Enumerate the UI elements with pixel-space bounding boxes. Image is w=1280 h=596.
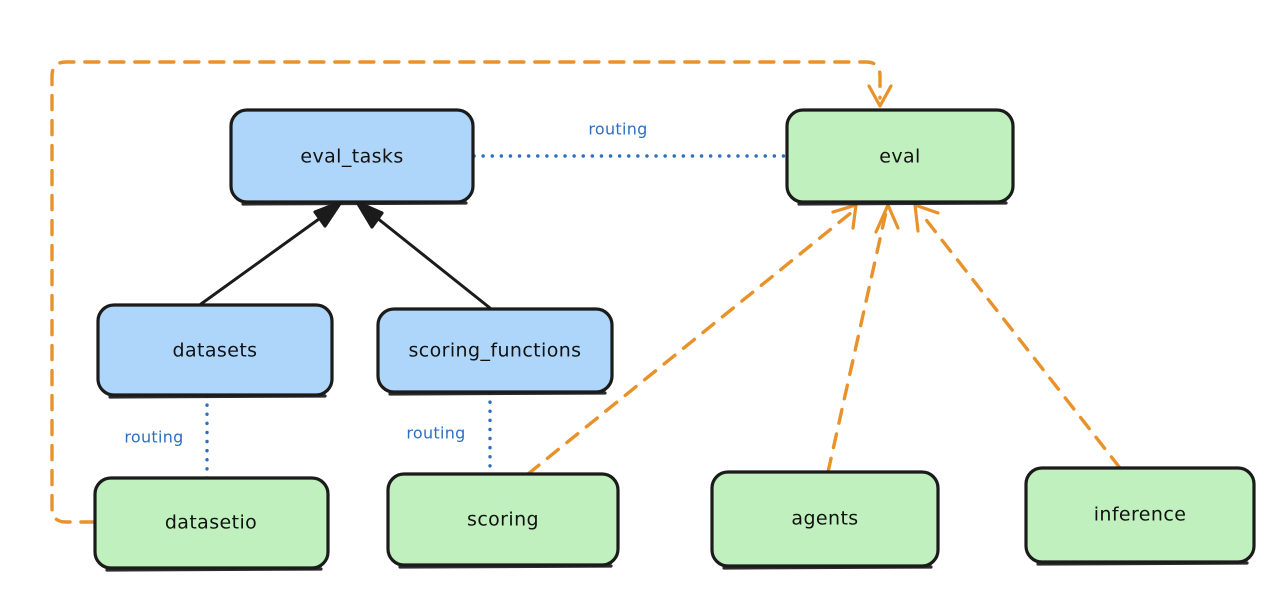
node-scoring-functions-box[interactable] — [376, 307, 614, 394]
node-agents-box[interactable] — [710, 470, 940, 568]
edge-inference-to-eval — [913, 203, 1122, 470]
edge-agents-to-eval-arrowhead — [874, 203, 900, 234]
node-agents-label: agents — [791, 508, 858, 530]
node-agents[interactable]: agents — [710, 470, 940, 570]
edge-datasets-to-eval-tasks-path — [199, 204, 339, 306]
edge-label-routing-scoring-functions-scoring: routing — [406, 424, 465, 443]
node-scoring-functions[interactable]: scoring_functions — [376, 307, 614, 396]
node-scoring-label: scoring — [467, 509, 539, 531]
node-datasets-box[interactable] — [96, 303, 334, 397]
edge-datasetio-to-eval-arrowhead — [867, 84, 893, 108]
edge-datasets-to-eval-tasks — [199, 200, 343, 306]
edge-agents-to-eval-path — [826, 210, 888, 474]
node-scoring[interactable]: scoring — [386, 472, 620, 569]
node-eval-tasks[interactable]: eval_tasks — [229, 108, 475, 206]
node-inference[interactable]: inference — [1024, 466, 1256, 566]
node-eval-tasks-box[interactable] — [229, 108, 475, 204]
edge-scoring-functions-to-eval-tasks-path — [360, 204, 492, 310]
node-scoring-functions-label: scoring_functions — [409, 340, 582, 362]
edge-agents-to-eval — [826, 203, 900, 474]
edge-inference-to-eval-path — [918, 210, 1122, 470]
node-scoring-box[interactable] — [386, 472, 620, 567]
node-datasetio-label: datasetio — [165, 512, 257, 534]
edge-label-routing-eval-tasks-eval: routing — [588, 120, 647, 139]
node-datasetio-box[interactable] — [93, 476, 330, 570]
edge-scoring-functions-to-eval-tasks-arrowhead — [355, 200, 384, 229]
node-eval[interactable]: eval — [785, 108, 1015, 206]
edge-label-routing-datasets-datasetio: routing — [124, 428, 183, 447]
edge-datasets-to-eval-tasks-arrowhead — [313, 200, 343, 228]
node-datasets[interactable]: datasets — [96, 303, 334, 399]
node-inference-box[interactable] — [1024, 466, 1256, 564]
edge-datasetio-to-eval-path — [50, 60, 882, 524]
edge-scoring-to-eval-path — [526, 210, 854, 476]
edge-label-layer: routing routing routing — [124, 120, 647, 447]
node-eval-box[interactable] — [785, 108, 1015, 204]
edge-datasetio-to-eval — [50, 60, 893, 524]
node-inference-label: inference — [1094, 504, 1187, 526]
node-datasetio[interactable]: datasetio — [93, 476, 330, 572]
edge-inference-to-eval-arrowhead — [913, 203, 940, 233]
node-eval-tasks-label: eval_tasks — [300, 146, 403, 168]
node-datasets-label: datasets — [173, 340, 258, 362]
edge-scoring-functions-to-eval-tasks — [355, 200, 492, 310]
node-eval-label: eval — [879, 146, 920, 168]
node-layer: eval_tasks eval datasets scoring_functio… — [93, 108, 1256, 572]
